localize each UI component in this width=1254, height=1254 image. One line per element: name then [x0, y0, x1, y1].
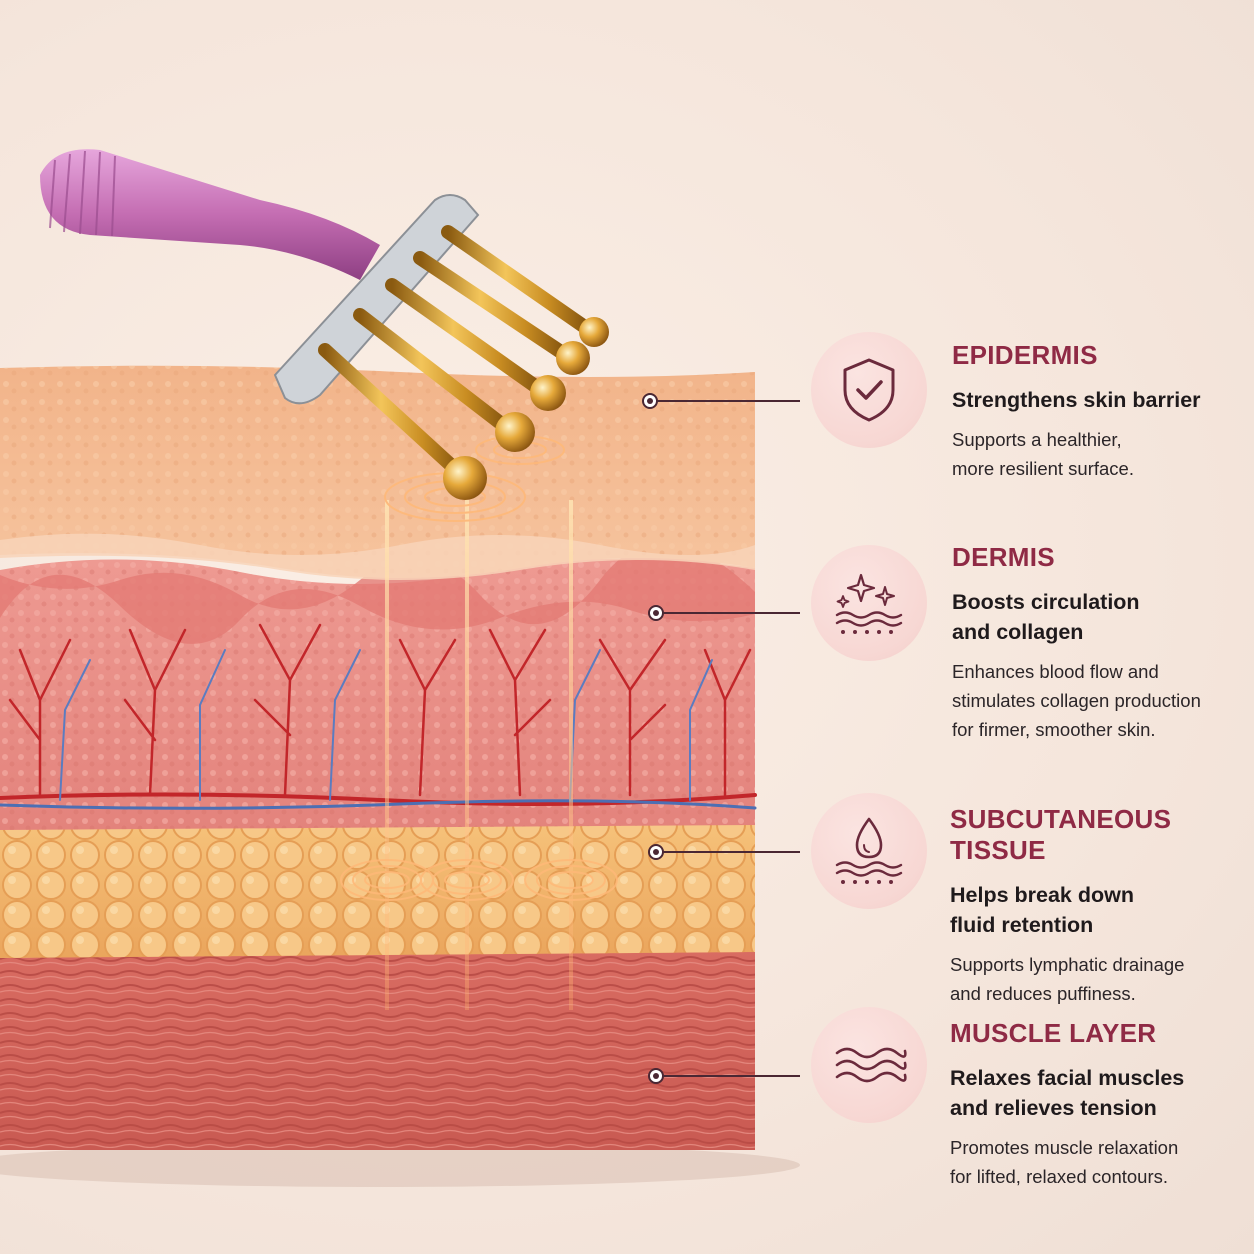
massage-tool: [40, 149, 609, 500]
subcutaneous-connector: [662, 851, 800, 853]
subcutaneous-headline: Helps break down fluid retention: [950, 883, 1134, 937]
muscle-headline: Relaxes facial muscles and relieves tens…: [950, 1066, 1185, 1120]
muscle-info: MUSCLE LAYER Relaxes facial muscles and …: [950, 1018, 1240, 1191]
muscle-description: Promotes muscle relaxation for lifted, r…: [950, 1137, 1179, 1187]
dermis-connector: [662, 612, 800, 614]
epidermis-info: EPIDERMIS Strengthens skin barrier Suppo…: [952, 340, 1242, 483]
subcutaneous-title: SUBCUTANEOUS TISSUE: [950, 804, 1172, 865]
sparkle-waves-icon: [835, 573, 903, 634]
dermis-headline: Boosts circulation and collagen: [952, 590, 1140, 644]
subcutaneous-description: Supports lymphatic drainage and reduces …: [950, 954, 1185, 1004]
muscle-badge: [811, 1007, 927, 1123]
droplet-waves-icon: [835, 817, 903, 884]
dermis-layer: [0, 542, 757, 830]
subcutaneous-info: SUBCUTANEOUS TISSUE Helps break down flu…: [950, 804, 1250, 1008]
muscle-connector: [662, 1075, 800, 1077]
dermis-badge: [811, 545, 927, 661]
shield-check-icon: [843, 358, 895, 422]
epidermis-headline: Strengthens skin barrier: [952, 388, 1201, 412]
dermis-description: Enhances blood flow and stimulates colla…: [952, 661, 1201, 740]
dermis-info: DERMIS Boosts circulation and collagen E…: [952, 542, 1252, 744]
waves-icon: [835, 1047, 907, 1083]
energy-beams: [340, 435, 618, 1010]
epidermis-description: Supports a healthier, more resilient sur…: [952, 429, 1134, 479]
subcutaneous-pointer-dot: [648, 844, 664, 860]
epidermis-connector: [656, 400, 800, 402]
subcutaneous-layer: [0, 822, 755, 958]
epidermis-title: EPIDERMIS: [952, 340, 1098, 370]
subcutaneous-badge: [811, 793, 927, 909]
epidermis-badge: [811, 332, 927, 448]
muscle-title: MUSCLE LAYER: [950, 1018, 1157, 1048]
dermis-title: DERMIS: [952, 542, 1055, 572]
epidermis-layer: [0, 365, 755, 580]
muscle-layer: [0, 948, 755, 1150]
